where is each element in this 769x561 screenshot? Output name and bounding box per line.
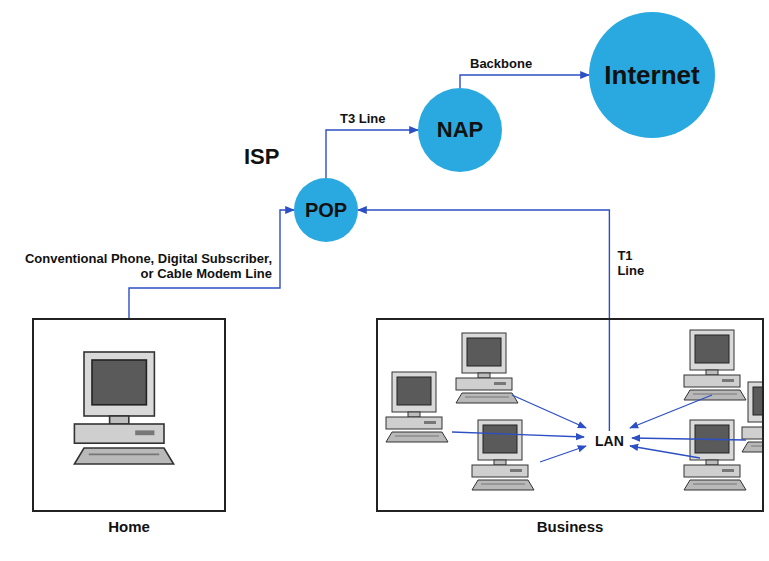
node-label: Internet bbox=[604, 60, 699, 91]
node-label: NAP bbox=[437, 117, 483, 143]
connector-line bbox=[358, 210, 609, 431]
node-heading: ISP bbox=[244, 144, 279, 170]
home-box: Home bbox=[32, 318, 226, 512]
edge-label: T3 Line bbox=[340, 111, 386, 126]
node-heading: Home bbox=[34, 518, 224, 535]
connector-line bbox=[326, 130, 418, 178]
edge-label: T1 Line bbox=[617, 248, 657, 278]
business-box: BusinessLAN bbox=[376, 318, 764, 512]
edge-label: Conventional Phone, Digital Subscriber, … bbox=[22, 251, 272, 281]
home-computer bbox=[74, 352, 173, 464]
business-computers bbox=[386, 330, 763, 490]
edge-label: Backbone bbox=[470, 56, 532, 71]
connector-line bbox=[460, 75, 589, 88]
pop-circle: ISPPOP bbox=[294, 178, 358, 242]
node-label: POP bbox=[305, 199, 347, 222]
node-heading: Business bbox=[378, 518, 762, 535]
nap-circle: NAP bbox=[418, 88, 502, 172]
internet-circle: Internet bbox=[589, 12, 715, 138]
lan-wires bbox=[452, 395, 746, 462]
node-label: LAN bbox=[595, 433, 624, 449]
lan-node: LAN bbox=[592, 431, 627, 451]
